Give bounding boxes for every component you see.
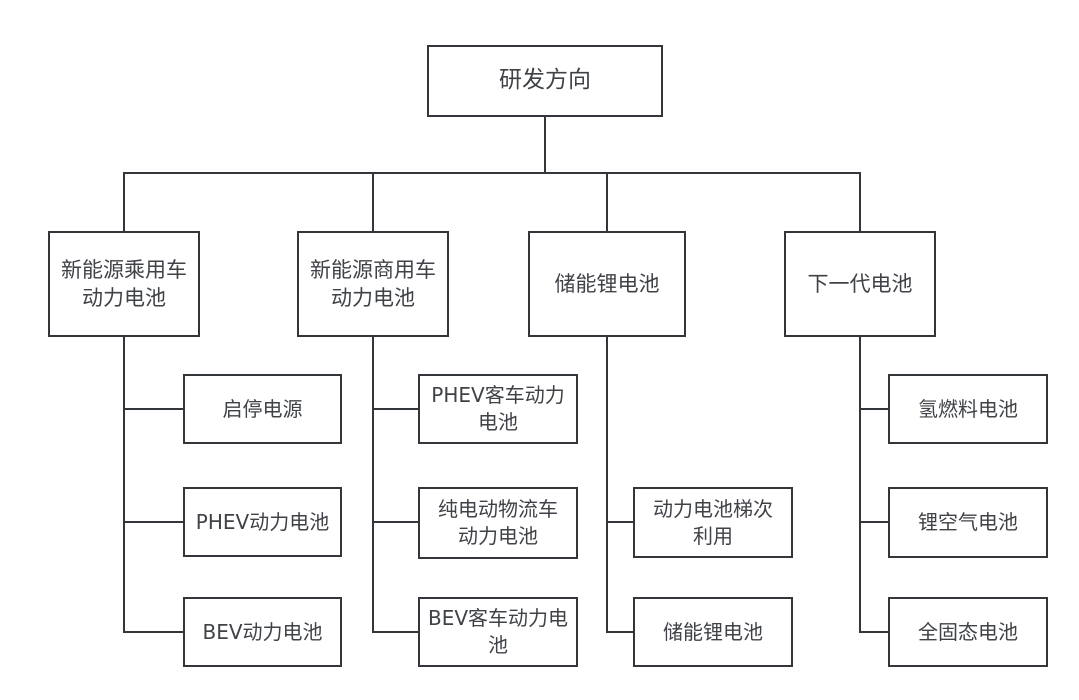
node-ev-logistics-battery: 纯电动物流车 动力电池: [418, 487, 578, 559]
node-battery-echelon-use: 动力电池梯次 利用: [633, 487, 793, 558]
node-li-air-battery: 锂空气电池: [888, 487, 1048, 558]
node-start-stop-power: 启停电源: [183, 374, 342, 444]
node-next-gen-battery: 下一代电池: [784, 231, 936, 337]
node-hydrogen-fuel-cell: 氢燃料电池: [888, 374, 1048, 444]
node-commercial-ev-battery: 新能源商用车 动力电池: [297, 231, 449, 337]
node-bev-power-battery: BEV动力电池: [183, 597, 342, 667]
node-solid-state-battery: 全固态电池: [888, 597, 1048, 667]
node-phev-power-battery: PHEV动力电池: [183, 487, 342, 557]
node-storage-li-battery-leaf: 储能锂电池: [633, 597, 793, 667]
node-storage-li-battery: 储能锂电池: [528, 231, 686, 337]
node-phev-bus-battery: PHEV客车动力 电池: [418, 374, 578, 444]
node-root: 研发方向: [427, 45, 663, 117]
node-passenger-ev-battery: 新能源乘用车 动力电池: [48, 231, 200, 337]
node-bev-bus-battery: BEV客车动力电 池: [418, 597, 578, 667]
